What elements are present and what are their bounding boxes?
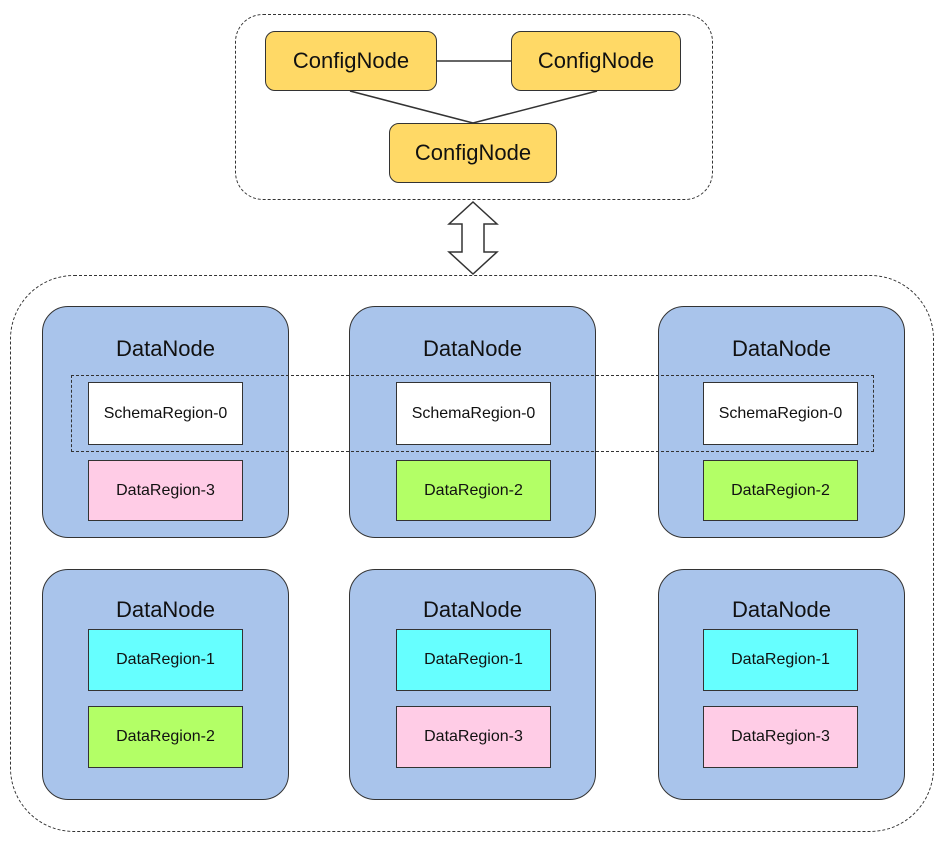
config-node-left: ConfigNode	[265, 31, 437, 91]
data-region: DataRegion-1	[396, 629, 551, 691]
data-region: DataRegion-2	[88, 706, 243, 768]
schema-region: SchemaRegion-0	[396, 382, 551, 445]
datanode-group	[10, 275, 934, 832]
datanode-title: DataNode	[115, 597, 216, 622]
data-region: DataRegion-2	[703, 460, 858, 521]
config-node-right: ConfigNode	[511, 31, 681, 91]
schema-region: SchemaRegion-0	[703, 382, 858, 445]
schema-region: SchemaRegion-0	[88, 382, 243, 445]
data-region: DataRegion-3	[88, 460, 243, 521]
data-region: DataRegion-1	[703, 629, 858, 691]
data-region: DataRegion-1	[88, 629, 243, 691]
data-region: DataRegion-3	[703, 706, 858, 768]
schema-replica-group	[71, 375, 874, 452]
datanode-title: DataNode	[731, 336, 832, 361]
data-region: DataRegion-3	[396, 706, 551, 768]
config-node-group	[235, 14, 713, 200]
datanode-title: DataNode	[422, 597, 523, 622]
config-node-bottom: ConfigNode	[389, 123, 557, 183]
datanode-title: DataNode	[115, 336, 216, 361]
config-link-left	[349, 90, 474, 124]
data-region: DataRegion-2	[396, 460, 551, 521]
datanode-title: DataNode	[731, 597, 832, 622]
double-arrow-icon	[447, 200, 499, 276]
datanode-title: DataNode	[422, 336, 523, 361]
config-link-right	[472, 90, 598, 124]
